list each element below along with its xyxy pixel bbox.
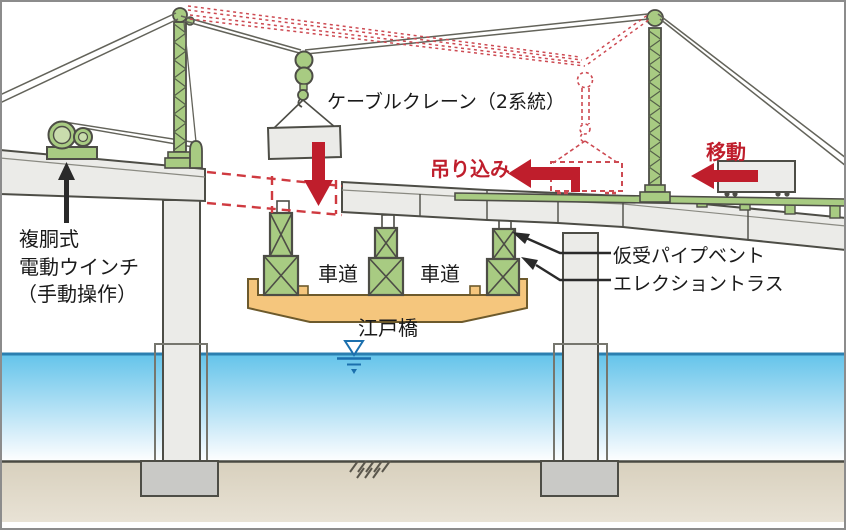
winch-label-line1: 複胴式 [19,227,79,251]
river-water [2,352,844,462]
left-deck-girder [0,148,206,203]
electric-winch [46,120,194,160]
lower-arrow [304,142,333,206]
pipe-bent-label: 仮受パイプベント [613,245,765,267]
roadway-left-label: 車道 [318,262,358,286]
pipe-bent-leader [512,232,611,255]
edobashi-deck [247,278,528,323]
ghost-cable-system [187,5,651,195]
roadway-right-label: 車道 [420,262,460,286]
lifted-girder-segment [266,124,343,161]
truss-tower-2 [367,214,405,297]
water-level-symbol [337,340,371,374]
erection-truss-leader [521,257,611,282]
winch-pointer-arrow [58,162,75,223]
truss-tower-3 [485,217,521,297]
truss-tower-1 [262,200,300,297]
riverbed-ground [2,460,844,522]
cable-crane-hook-block [271,50,337,131]
cable-crane-label: ケーブルクレーン（2系統） [327,90,565,113]
move-arrow [691,163,758,189]
left-crane-tower [164,7,203,169]
winch-label-line2: 電動ウインチ [19,255,139,279]
move-label: 移動 [706,140,746,164]
right-pier [540,232,619,497]
lift-in-label: 吊り込み [430,157,510,181]
crane-cables [0,12,846,167]
bridge-name-label: 江戸橋 [358,316,418,340]
erection-truss-label: エレクショントラス [613,273,784,295]
ground-hatch-symbol [349,460,391,479]
left-pier [140,199,219,497]
lift-in-arrow [508,159,580,192]
winch-label-line3: （手動操作） [17,282,137,306]
